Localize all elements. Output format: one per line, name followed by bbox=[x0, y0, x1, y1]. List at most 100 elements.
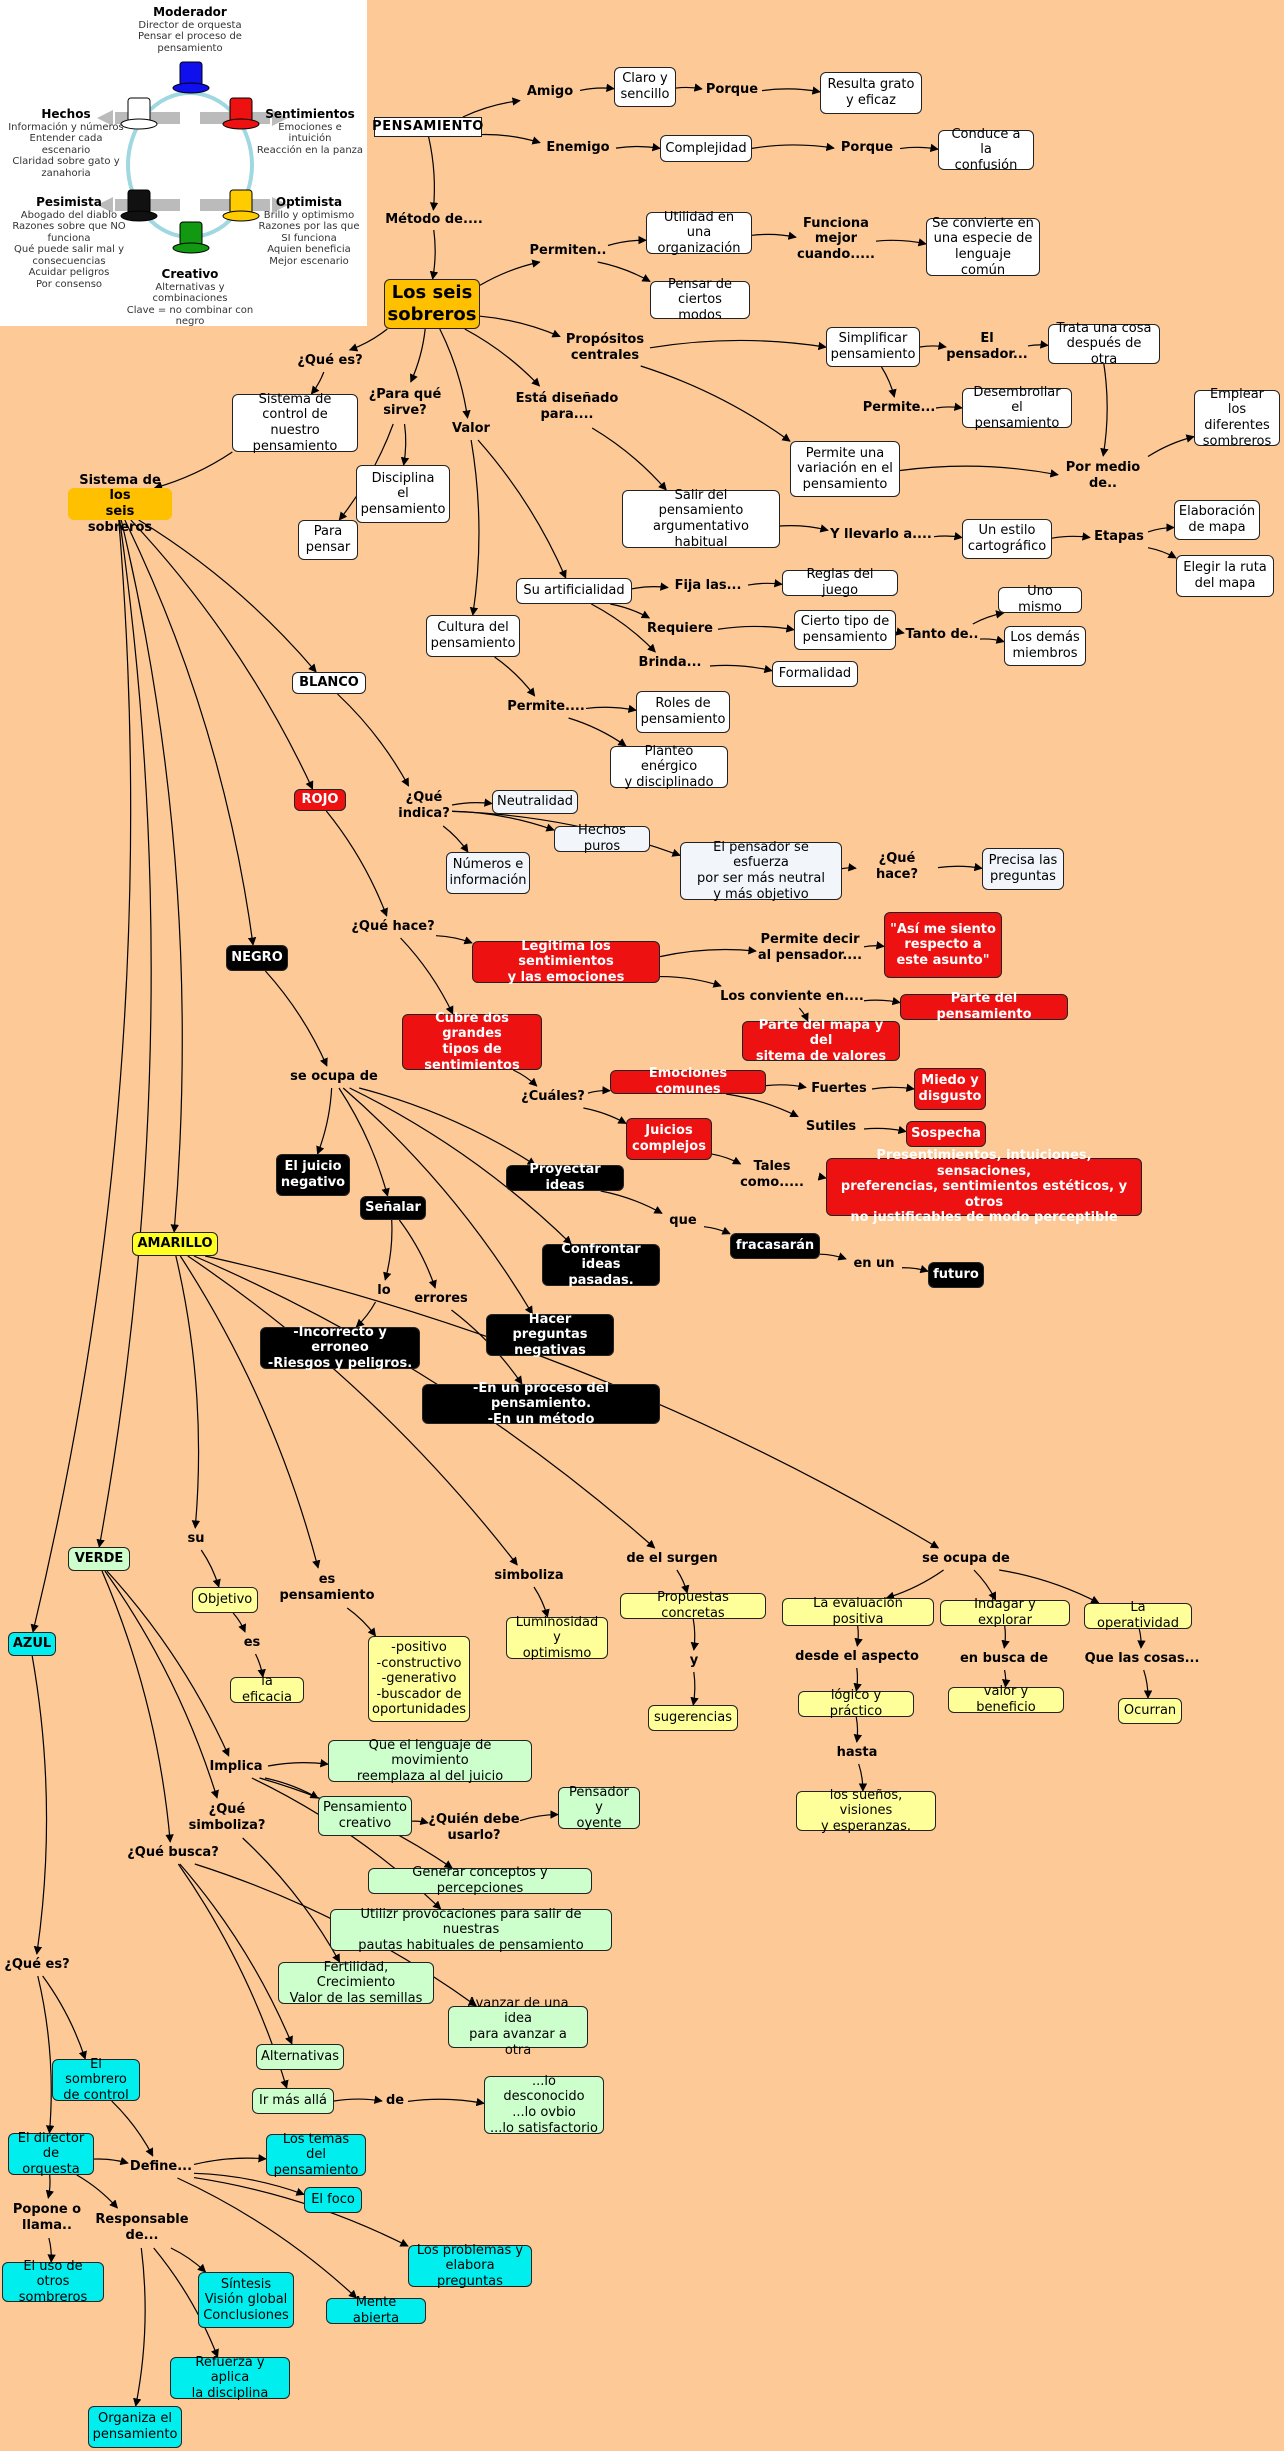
concept-legitima: Legitima los sentimientos y las emocione… bbox=[472, 939, 660, 985]
concept-fracasaran: fracasarán bbox=[730, 1233, 820, 1259]
concept-simplificar: Simplificar pensamiento bbox=[826, 327, 920, 367]
connector-que-hace1-to-precisa bbox=[937, 862, 983, 872]
concept-tanto: Tanto de.. bbox=[905, 627, 979, 643]
concept-avanzar: Avanzar de una idea para avanzar a otra bbox=[448, 1996, 588, 2058]
connector-su-artificialidad-to-brinda bbox=[591, 603, 656, 653]
connector-simplificar-to-el-pensador bbox=[919, 341, 947, 350]
concept-porque1: Porque bbox=[705, 82, 759, 98]
concept-incorrecto: -Incorrecto y erroneo -Riesgos y peligro… bbox=[260, 1325, 420, 1371]
connector-ir-mas-to-de bbox=[333, 2095, 383, 2104]
connector-responsable-to-organiza bbox=[133, 2247, 146, 2407]
connector-se-ocupa1-to-proyectar bbox=[359, 1087, 536, 1166]
concept-cierto-tipo: Cierto tipo de pensamiento bbox=[794, 610, 896, 650]
connector-tanto-to-los-demas bbox=[979, 635, 1005, 644]
concept-pens-creativo: Pensamiento creativo bbox=[318, 1796, 412, 1836]
concept-disciplina: Disciplina el pensamiento bbox=[356, 465, 450, 523]
concept-uso: El uso de otros sombreros bbox=[2, 2259, 104, 2305]
connector-que-to-fracasaran bbox=[703, 1226, 731, 1235]
concept-que-las-cosas: Que las cosas... bbox=[1084, 1651, 1200, 1667]
concept-salir: Salir del pensamiento argumentativo habi… bbox=[622, 488, 780, 550]
connector-permiten-to-utilidad bbox=[607, 235, 647, 247]
connector-valor-to-su-artificialidad bbox=[477, 439, 567, 579]
concept-popone: Popone o llama.. bbox=[12, 2202, 82, 2233]
connector-es-pensamiento-to-positivo bbox=[346, 1607, 377, 1637]
connector-brinda-to-formalidad bbox=[709, 664, 773, 674]
concept-desde: desde el aspecto bbox=[795, 1649, 919, 1665]
yellow-hat-icon bbox=[222, 189, 260, 222]
concept-en-un: en un bbox=[853, 1256, 895, 1272]
concept-los-conviente: Los conviente en.... bbox=[720, 989, 864, 1005]
concept-que-es1: ¿Qué es? bbox=[297, 353, 363, 369]
connector-sistema-seis-to-amarillo bbox=[120, 519, 183, 1233]
connector-permite3-to-roles bbox=[585, 704, 637, 713]
connector-porque1-to-resulta bbox=[761, 86, 821, 95]
concept-enemigo: Enemigo bbox=[546, 140, 610, 156]
concept-positivo: -positivo -constructivo -generativo -bus… bbox=[368, 1636, 470, 1722]
connector-emociones-to-sutiles bbox=[726, 1093, 799, 1118]
concept-valor: Valor bbox=[452, 421, 490, 437]
concept-trata: Trata una cosa después de otra bbox=[1048, 321, 1160, 367]
connector-utilidad-to-funciona bbox=[751, 231, 797, 240]
connector-senalar-to-errores bbox=[398, 1219, 437, 1289]
connector-se-ocupa1-to-senalar bbox=[338, 1087, 390, 1197]
connector-verde-to-que-busca bbox=[101, 1570, 174, 1843]
connector-simboliza-to-luminosidad bbox=[533, 1586, 550, 1618]
concept-quien-debe: ¿Quién debe usarlo? bbox=[428, 1812, 520, 1843]
concept-sospecha: Sospecha bbox=[906, 1121, 986, 1147]
connector-indagar-to-en-busca bbox=[1001, 1625, 1010, 1649]
connector-desde-to-logico bbox=[853, 1667, 862, 1692]
concept-suenos: los sueños, visiones y esperanzas. bbox=[796, 1788, 936, 1834]
connector-permite3-to-planteo bbox=[568, 717, 627, 747]
connector-amigo-to-claro bbox=[579, 83, 615, 93]
concept-metodo: Método de.... bbox=[385, 212, 483, 228]
connector-senalar-to-lo bbox=[383, 1219, 393, 1281]
concept-senalar: Señalar bbox=[360, 1196, 426, 1220]
connector-los-conviente-to-parte-pens bbox=[863, 996, 901, 1006]
connector-amarillo-to-simboliza bbox=[187, 1255, 518, 1566]
connector-se-ocupa1-to-juicio-neg bbox=[316, 1087, 333, 1155]
concept-de: de bbox=[385, 2093, 405, 2109]
connector-permiten-to-pensar-modos bbox=[597, 261, 651, 282]
connector-que-es2-to-director bbox=[37, 1975, 55, 2134]
concept-alternativas: Alternativas bbox=[256, 2044, 344, 2070]
concept-eficacia: la eficacia bbox=[230, 1674, 304, 1705]
concept-fuertes: Fuertes bbox=[811, 1081, 867, 1097]
blue-hat-icon bbox=[172, 61, 210, 94]
connector-etapas-to-elegir bbox=[1147, 547, 1177, 559]
connector-que-las-cosas-to-ocurran bbox=[1143, 1669, 1153, 1699]
concept-permite3: Permite.... bbox=[507, 699, 585, 715]
concept-que: que bbox=[669, 1213, 697, 1229]
concept-presentimientos: Presentimientos, intuiciones, sensacione… bbox=[826, 1148, 1142, 1225]
connector-rojo-to-que-hace2 bbox=[325, 810, 388, 917]
connector-salir-to-y-llevarlo bbox=[779, 524, 829, 533]
concept-fertilidad: Fertilidad, Crecimiento Valor de las sem… bbox=[278, 1960, 434, 2006]
concept-cubre: Cubre dos grandes tipos de sentimientos bbox=[402, 1011, 542, 1073]
connector-es-to-eficacia bbox=[254, 1653, 266, 1678]
connector-amarillo-to-se-ocupa2 bbox=[205, 1255, 940, 1549]
concept-brinda: Brinda... bbox=[638, 655, 702, 671]
connector-claro-to-porque1 bbox=[675, 83, 703, 92]
concept-reglas: Reglas del juego bbox=[782, 567, 898, 598]
concept-desembrollar: Desembrollar el pensamiento bbox=[962, 385, 1072, 431]
concept-que-indica: ¿Qué indica? bbox=[398, 790, 450, 821]
concept-el-pensador: El pensador... bbox=[946, 331, 1028, 362]
connector-proposito-to-permite-var bbox=[640, 365, 791, 442]
connector-legitima-to-los-conviente bbox=[659, 975, 722, 988]
concept-uno-mismo: Uno mismo bbox=[998, 584, 1082, 615]
connector-define-to-foco bbox=[193, 2172, 305, 2196]
concept-elaboracion: Elaboración de mapa bbox=[1174, 500, 1260, 540]
connector-su-to-objetivo bbox=[200, 1549, 221, 1588]
connector-seis-to-permiten bbox=[479, 259, 541, 286]
concept-desconocido: ...lo desconocido ...lo ovbio ...lo sati… bbox=[484, 2074, 604, 2136]
connector-para-que-to-disciplina bbox=[400, 423, 410, 466]
connector-sistema-seis-to-rojo bbox=[130, 519, 314, 790]
concept-juicio-neg: El juicio negativo bbox=[276, 1154, 350, 1196]
concept-asi-me: "Así me siento respecto a este asunto" bbox=[884, 912, 1002, 978]
concept-seis: Los seis sobreros bbox=[384, 279, 480, 329]
concept-sistema-control: Sistema de control de nuestro pensamient… bbox=[232, 392, 358, 454]
connector-se-ocupa1-to-hacer-preg bbox=[342, 1087, 533, 1315]
